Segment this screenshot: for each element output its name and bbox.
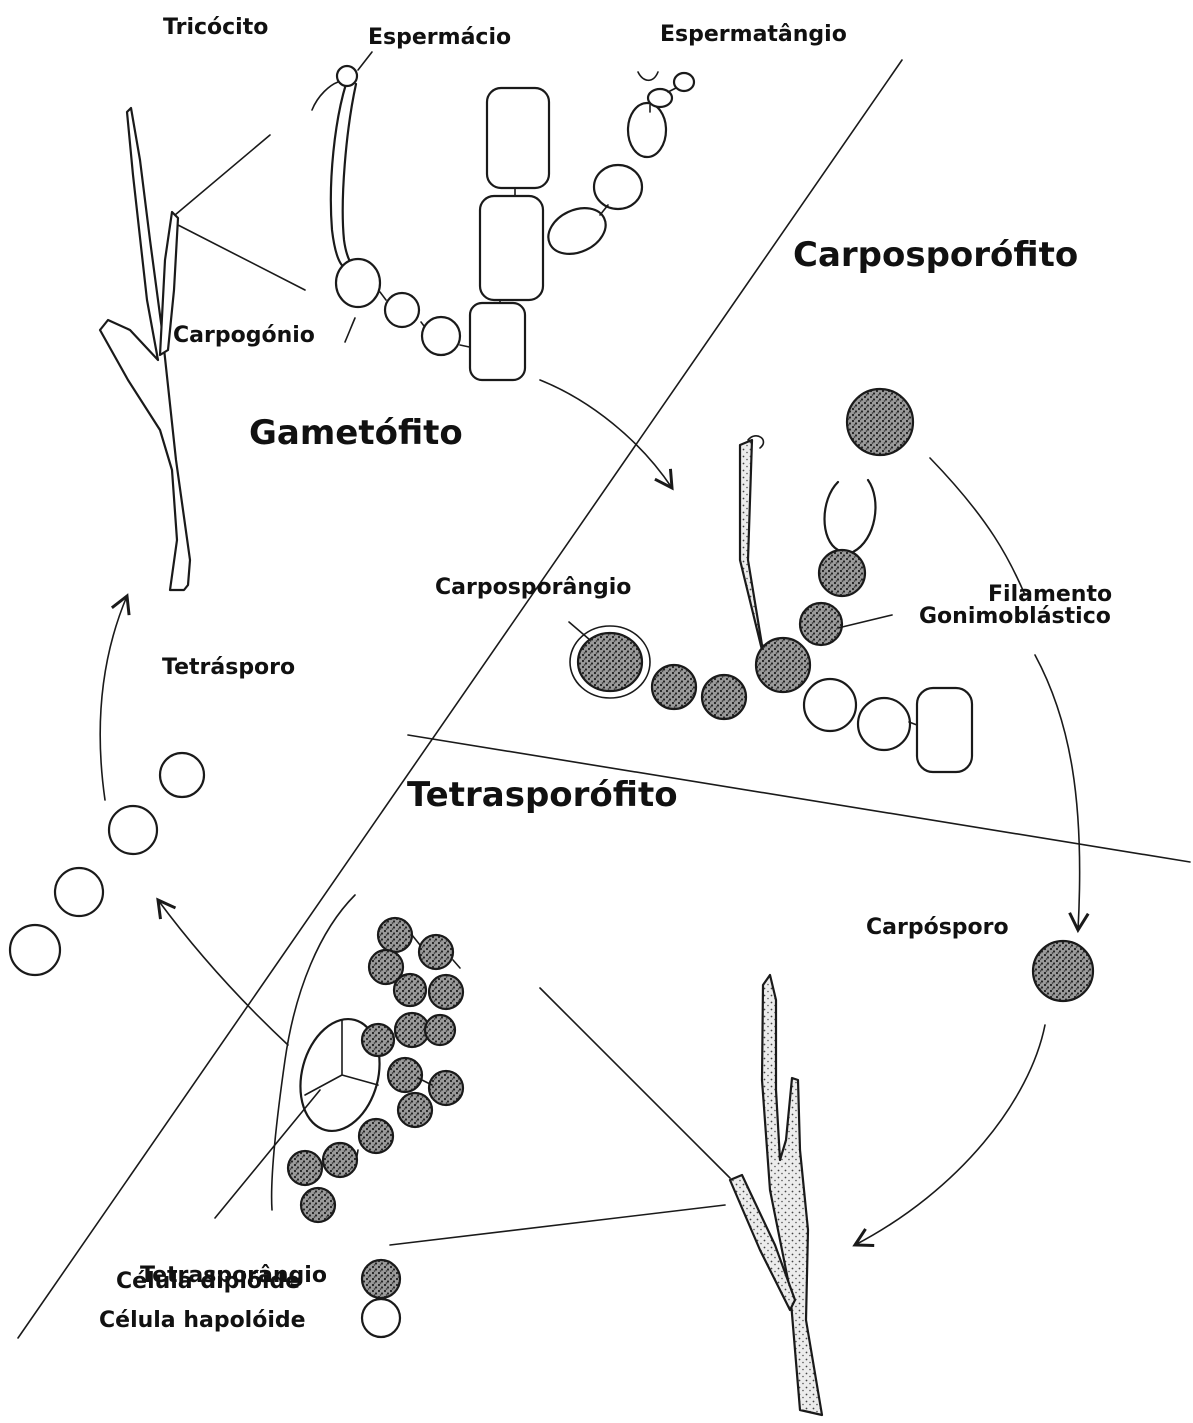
label-carposporofito: Carposporófito: [793, 235, 1078, 275]
legend-diploid-label: Célula diplóide: [116, 1269, 300, 1294]
label-gametofito: Gametófito: [249, 413, 463, 453]
carposporangium-cell: [578, 633, 642, 691]
tetrasporophyte-thallus: [390, 975, 822, 1415]
arrow-to-carpospore: [930, 458, 1025, 595]
arrow-to-gametophyte: [100, 596, 127, 800]
carpospore-cell: [1033, 941, 1093, 1001]
arrow-to-tetraspores: [158, 900, 288, 1045]
label-carposporangio: Carposporângio: [435, 575, 631, 600]
label-tetrasporo: Tetrásporo: [162, 655, 295, 680]
carposporophyte-structure: [569, 436, 972, 772]
arrow-to-tetrasporophyte: [855, 1025, 1045, 1245]
tetrasporangium-cluster: [215, 895, 463, 1222]
tetraspore-cells: [10, 753, 204, 975]
label-espermacio: Espermácio: [368, 25, 511, 50]
label-tetrasporofito: Tetrasporófito: [407, 775, 678, 815]
carpospore-free: [847, 389, 913, 455]
legend-haploid-icon: [362, 1299, 400, 1337]
gametophyte-thallus: [100, 108, 305, 590]
spermatium-cell: [337, 66, 357, 86]
label-carposporo: Carpósporo: [866, 915, 1009, 940]
legend-haploid-label: Célula hapolóide: [99, 1308, 306, 1333]
label-tricocito: Tricócito: [163, 15, 268, 40]
label-gonimoblastico: Gonimoblástico: [919, 604, 1111, 629]
legend-diploid-icon: [362, 1260, 400, 1298]
carpogonium-cell: [336, 259, 380, 307]
label-carpogonio: Carpogónio: [173, 323, 315, 348]
supporting-cell-column: [470, 88, 549, 380]
carpogonium-structure: [312, 52, 474, 355]
spermatangium-chain: [541, 72, 694, 263]
label-espermatangio: Espermatângio: [660, 22, 847, 47]
arrow-to-carposporophyte: [540, 380, 672, 488]
